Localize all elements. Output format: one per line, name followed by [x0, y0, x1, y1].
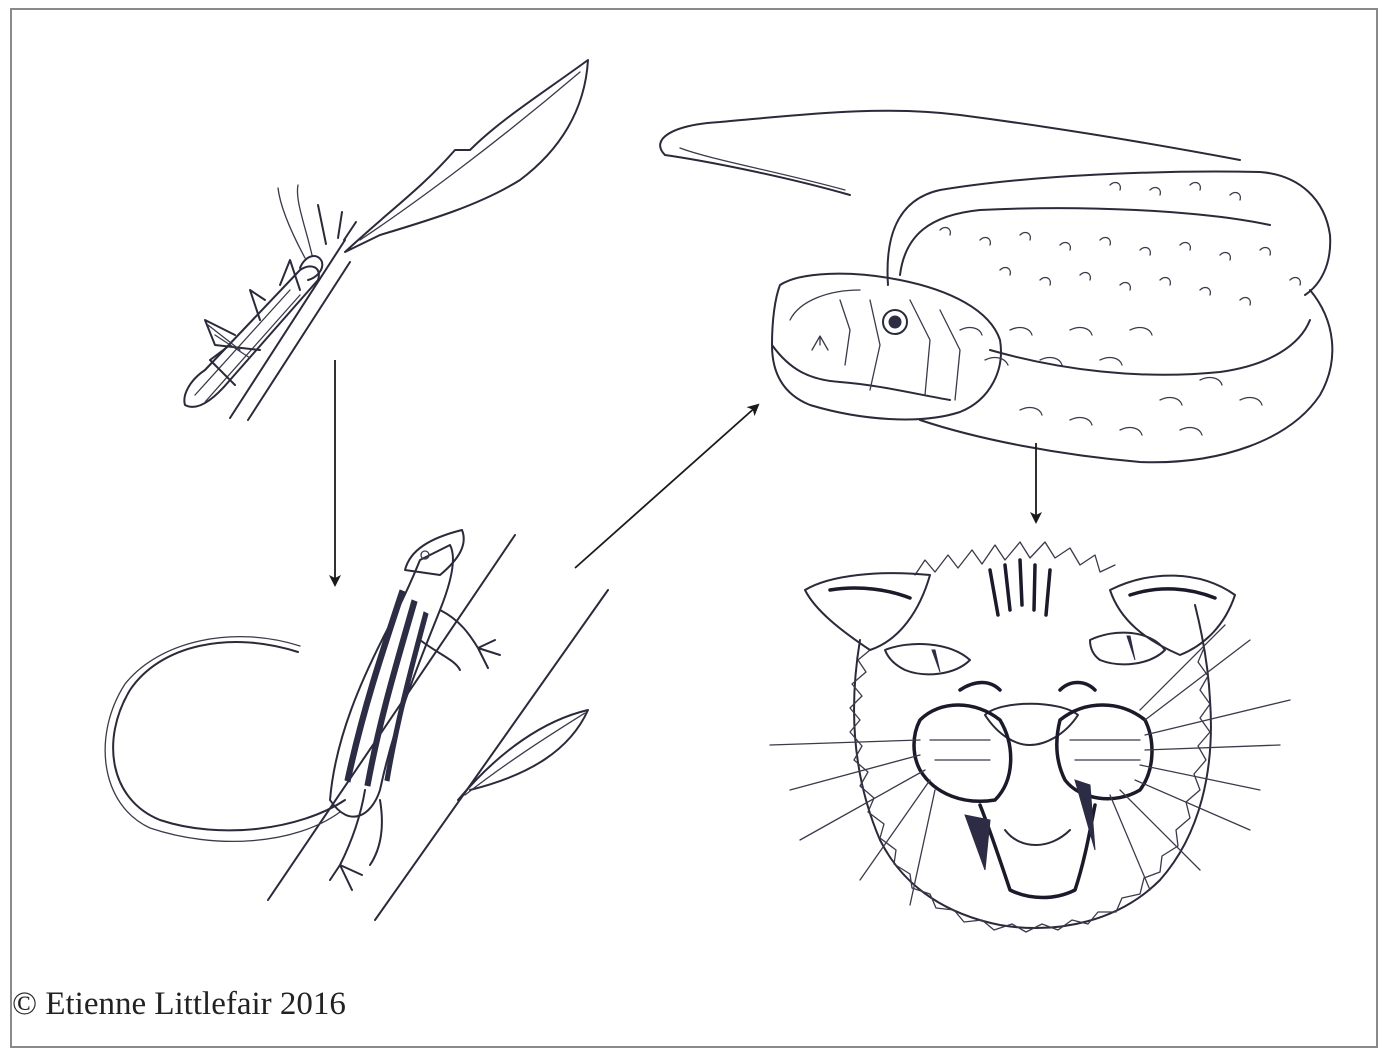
- copyright-text: © Etienne Littlefair 2016: [12, 986, 346, 1023]
- grasshopper-icon: [184, 60, 588, 420]
- snake-icon: [660, 111, 1332, 462]
- wildcat-icon: [770, 542, 1290, 932]
- arrow-lizard-to-snake: [575, 405, 758, 568]
- lizard-icon: [105, 530, 608, 920]
